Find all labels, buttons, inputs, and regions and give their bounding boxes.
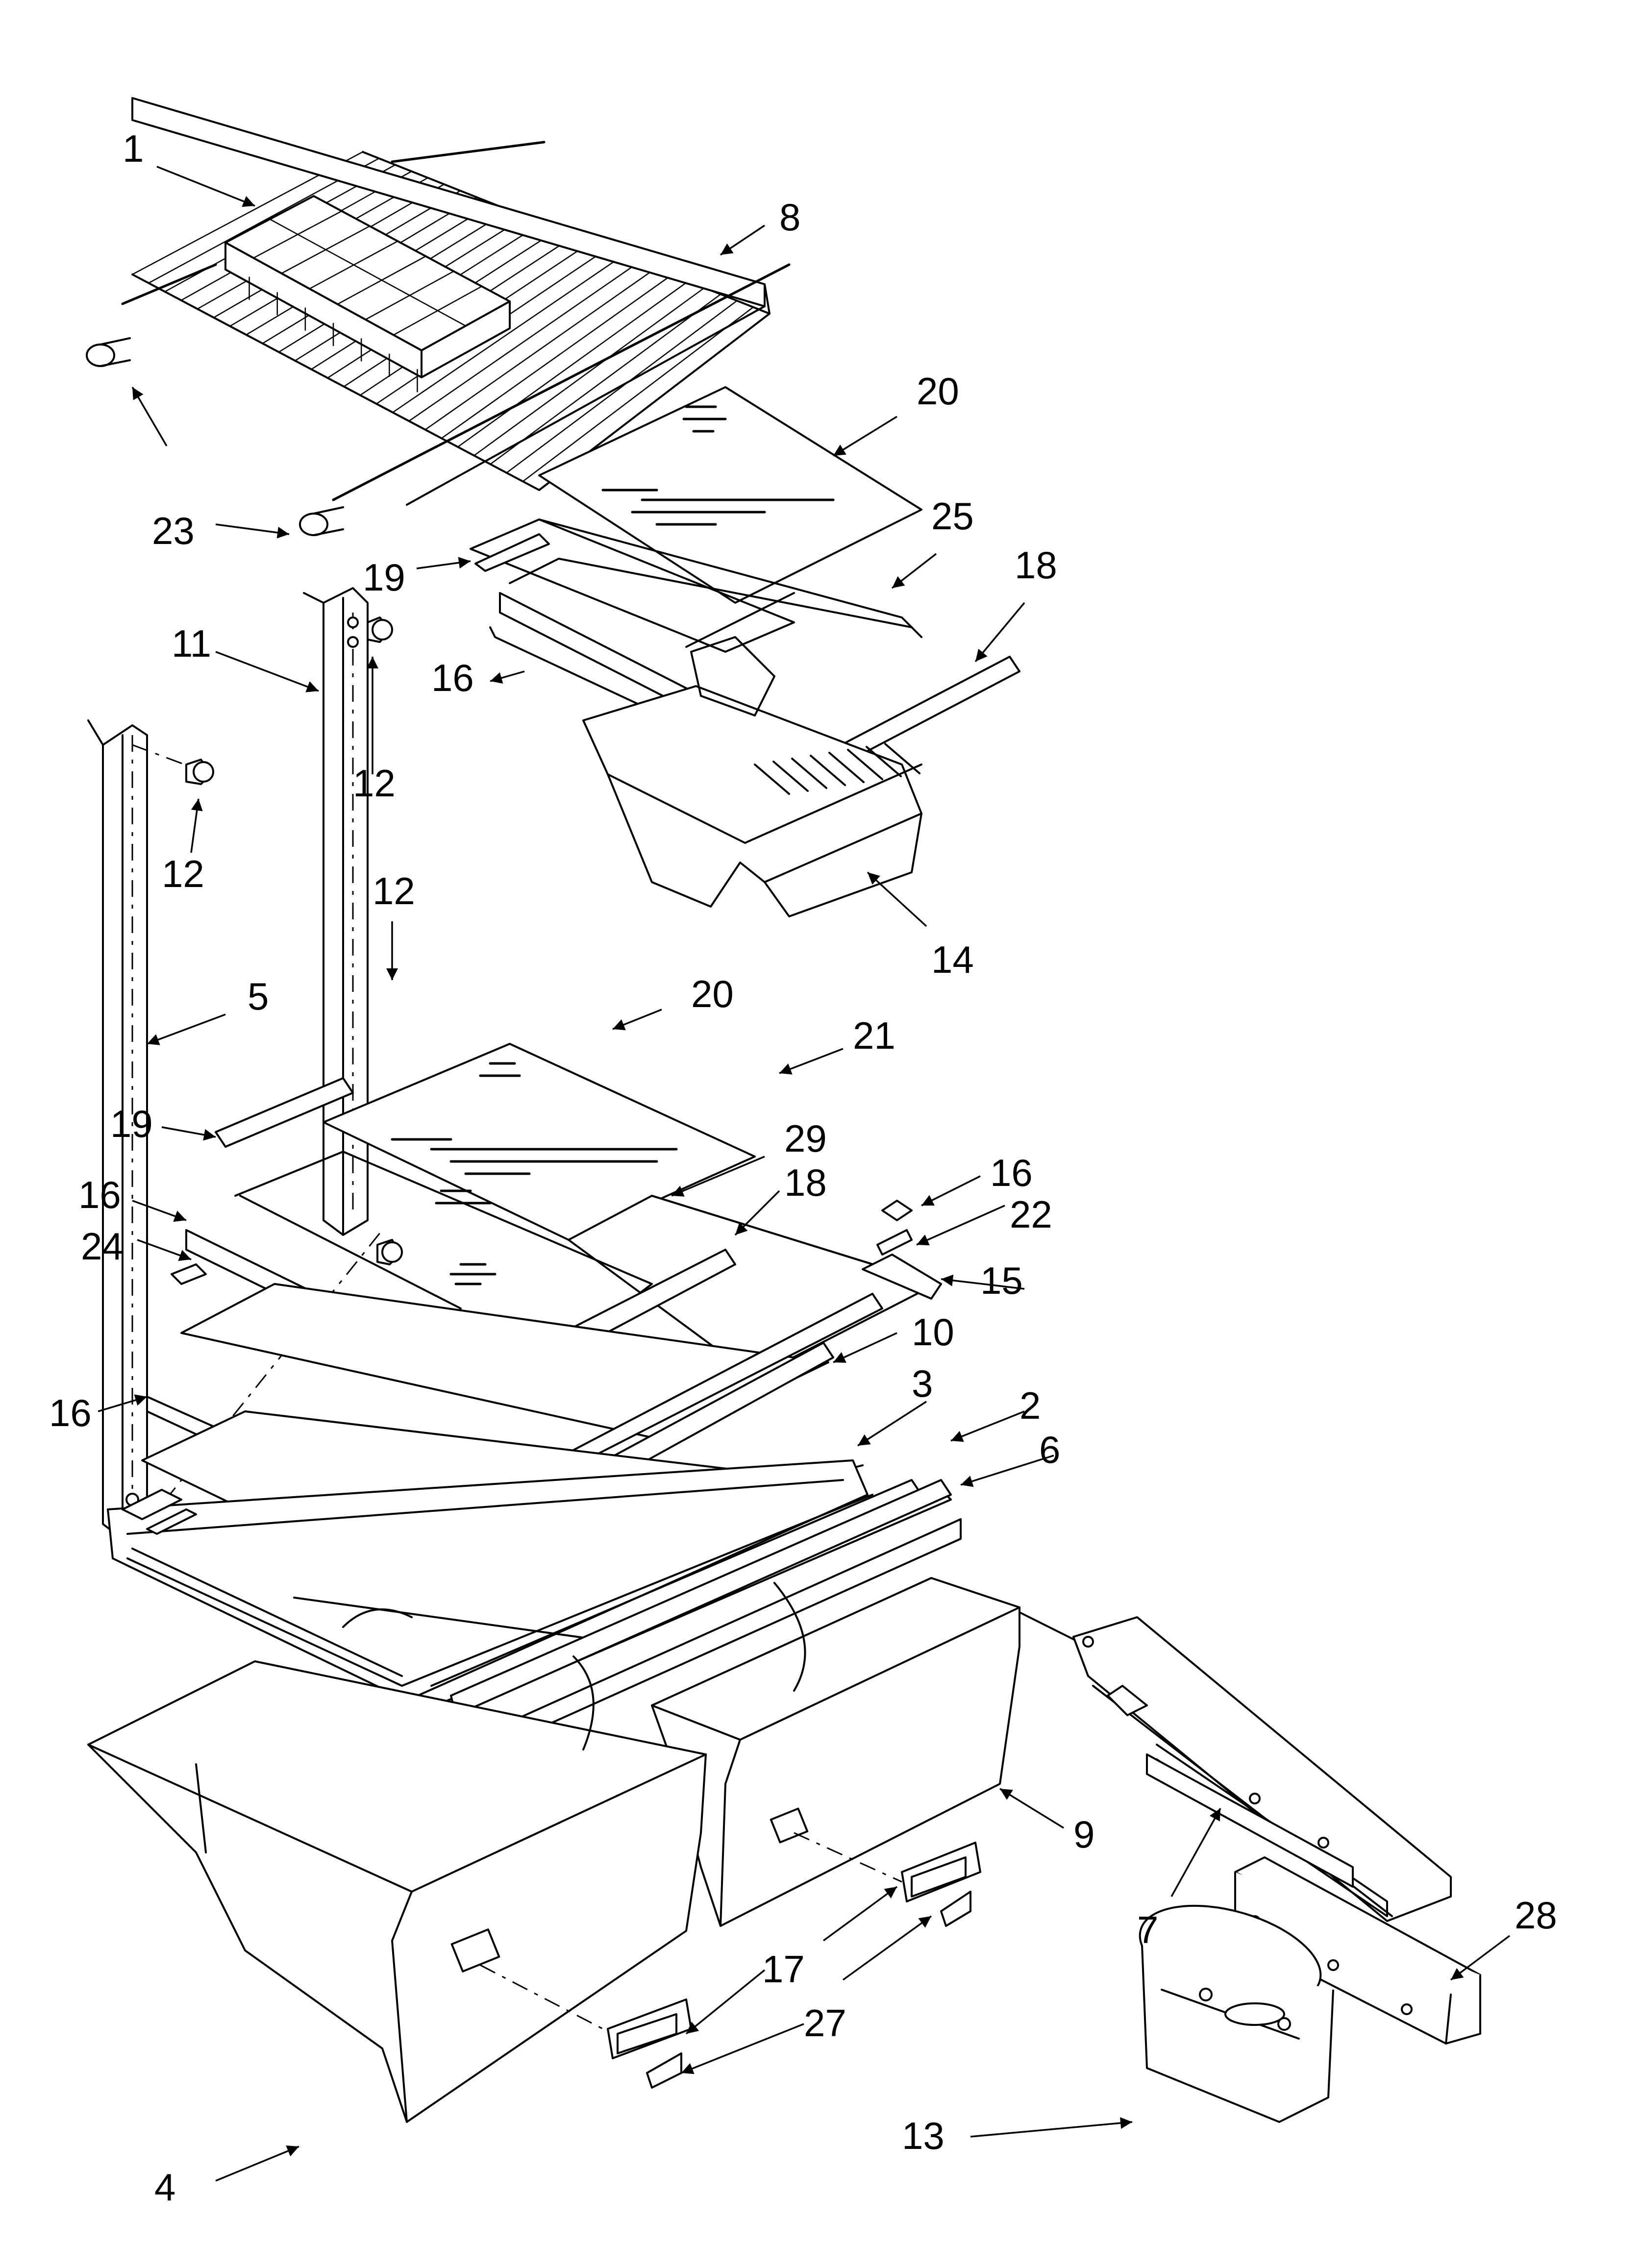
crisper-frame — [107, 1459, 962, 1760]
callout-28: 28 — [1515, 1894, 1557, 1937]
callout-15: 15 — [980, 1259, 1023, 1302]
callout-21: 21 — [853, 1014, 895, 1057]
callout-12: 12 — [162, 852, 204, 895]
shelf-pin-right — [299, 506, 344, 536]
callout-8: 8 — [779, 196, 800, 239]
callout-18: 18 — [784, 1161, 827, 1204]
callout-29: 29 — [784, 1117, 827, 1160]
drawer-clip-right — [901, 1842, 981, 1927]
callout-4: 4 — [154, 2166, 175, 2209]
callout-18: 18 — [1015, 543, 1057, 587]
callout-2: 2 — [1019, 1384, 1041, 1427]
callout-11: 11 — [172, 622, 211, 665]
crisper-pan — [582, 636, 922, 917]
callout-12: 12 — [353, 762, 396, 805]
screw — [367, 616, 393, 643]
callout-5: 5 — [248, 975, 269, 1018]
leader-lines — [98, 166, 1511, 2182]
callout-12: 12 — [373, 869, 415, 912]
callout-6: 6 — [1039, 1428, 1060, 1471]
crisper-drawer-right — [651, 1577, 1020, 1927]
callout-16: 16 — [990, 1151, 1033, 1194]
callout-19: 19 — [110, 1102, 153, 1145]
screw — [185, 759, 214, 785]
callout-27: 27 — [804, 2001, 846, 2045]
callout-17: 17 — [762, 1948, 805, 1991]
cover-rail-assembly — [1019, 1611, 1452, 1922]
callout-16: 16 — [49, 1391, 92, 1434]
lower-glass-shelf — [323, 1043, 756, 1241]
crisper-drawer-left — [87, 1655, 707, 2123]
callout-7: 7 — [1137, 1908, 1158, 1951]
upper-glass-shelf — [538, 386, 922, 604]
callout-23: 23 — [152, 509, 195, 552]
callout-19: 19 — [363, 556, 405, 599]
callout-3: 3 — [912, 1362, 933, 1405]
callout-16: 16 — [431, 656, 474, 699]
shelf-pin-left — [86, 337, 131, 367]
callout-14: 14 — [931, 938, 974, 981]
callout-20: 20 — [691, 972, 734, 1015]
drawer-clip-left — [607, 1998, 692, 2089]
storage-bin — [1139, 1904, 1334, 2123]
callout-25: 25 — [931, 494, 974, 538]
callout-24: 24 — [81, 1225, 124, 1268]
screw — [376, 1239, 403, 1265]
right-side-rail — [303, 587, 369, 1236]
ice-tray — [224, 195, 511, 393]
callout-20: 20 — [917, 370, 959, 413]
callout-10: 10 — [912, 1310, 954, 1354]
callout-labels: 1 8 20 25 18 23 19 11 16 12 12 12 14 5 2… — [49, 127, 1557, 2209]
callout-16: 16 — [78, 1173, 121, 1216]
callout-1: 1 — [123, 127, 144, 170]
callout-22: 22 — [1010, 1193, 1052, 1236]
callout-9: 9 — [1073, 1813, 1094, 1856]
callout-13: 13 — [902, 2114, 945, 2157]
